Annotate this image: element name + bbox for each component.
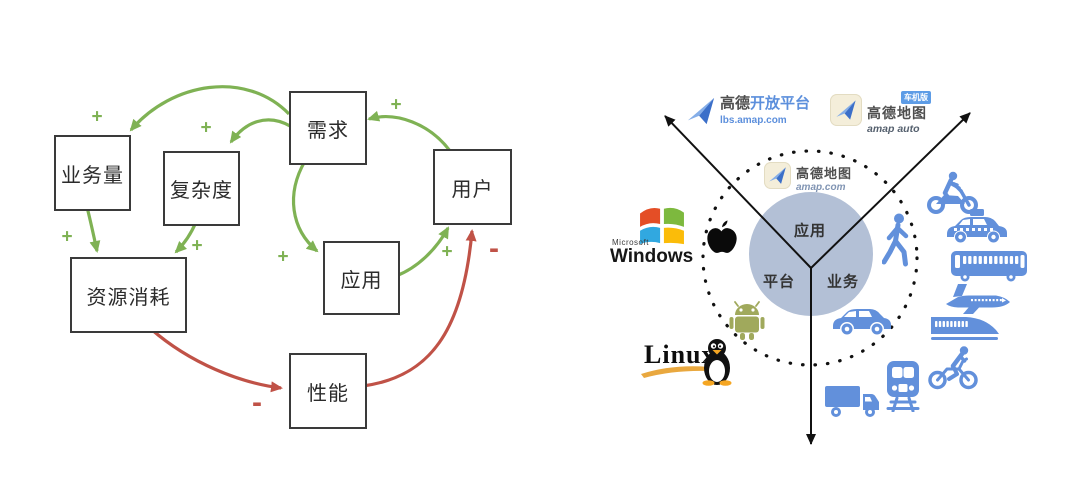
linux-label: Linux bbox=[644, 340, 716, 369]
airplane-icon bbox=[946, 284, 1010, 314]
amap-app-icon bbox=[830, 94, 862, 126]
plus-sign: + bbox=[191, 235, 203, 257]
node-complexity: 复杂度 bbox=[163, 151, 240, 226]
link-application-to-users bbox=[395, 226, 450, 278]
node-business-volume: 业务量 bbox=[54, 135, 131, 211]
windows-label: Windows bbox=[610, 246, 694, 267]
dotted-boundary-circle bbox=[701, 149, 919, 367]
node-demand-label: 需求 bbox=[307, 119, 349, 142]
node-users-label: 用户 bbox=[451, 178, 494, 201]
car-icon bbox=[833, 309, 891, 335]
node-performance-label: 性能 bbox=[307, 382, 349, 405]
android-logo-icon bbox=[729, 301, 765, 340]
open-platform-brand: 高德 bbox=[720, 95, 751, 112]
amap-app-icon bbox=[764, 162, 791, 189]
link-users-to-demand bbox=[367, 110, 452, 152]
amap-com-name: 高德地图 bbox=[796, 166, 853, 181]
segment-business-label: 业务 bbox=[826, 273, 860, 291]
segment-application-label: 应用 bbox=[793, 222, 827, 240]
tux-penguin-icon bbox=[702, 339, 732, 386]
windows-logo-icon bbox=[640, 207, 684, 245]
metro-train-icon bbox=[886, 361, 920, 412]
link-performance-to-users bbox=[362, 229, 477, 388]
linux-swoosh-icon bbox=[641, 366, 709, 378]
node-users: 用户 bbox=[433, 149, 512, 225]
plus-sign: + bbox=[441, 241, 453, 263]
axis-arrow-upper-right bbox=[810, 112, 971, 269]
paper-plane-icon bbox=[836, 100, 856, 120]
link-demand-to-complexity bbox=[229, 118, 291, 144]
bus-icon bbox=[951, 251, 1027, 282]
amap-auto-caption: amap auto bbox=[867, 123, 920, 135]
node-resource-consumption-label: 资源消耗 bbox=[86, 286, 171, 309]
auto-badge: 车机版 bbox=[901, 91, 931, 104]
link-demand-to-business-volume bbox=[129, 85, 291, 132]
node-application-label: 应用 bbox=[340, 269, 383, 292]
open-platform-suffix: 开放平台 bbox=[750, 95, 811, 112]
taxi-icon bbox=[947, 209, 1007, 243]
bicycle-rider-icon bbox=[928, 346, 978, 390]
truck-icon bbox=[825, 386, 879, 417]
node-demand: 需求 bbox=[289, 91, 367, 165]
amap-com-logo: 高德地图 amap.com bbox=[764, 162, 852, 193]
amap-auto-name: 高德地图 bbox=[867, 105, 927, 121]
amap-auto-logo: 车机版 高德地图 amap auto bbox=[830, 91, 931, 135]
core-circle bbox=[749, 192, 873, 316]
axis-arrow-upper-left bbox=[664, 115, 812, 269]
node-resource-consumption: 资源消耗 bbox=[70, 257, 187, 333]
high-speed-train-icon bbox=[931, 317, 999, 340]
node-complexity-label: 复杂度 bbox=[170, 180, 233, 202]
amap-com-caption: amap.com bbox=[796, 182, 846, 193]
link-business-volume-to-resource bbox=[85, 206, 101, 253]
minus-sign: - bbox=[489, 232, 499, 265]
walking-person-icon bbox=[882, 213, 909, 267]
open-platform-name: 高德开放平台 bbox=[720, 95, 811, 113]
node-business-volume-label: 业务量 bbox=[61, 164, 124, 187]
segment-platform-label: 平台 bbox=[762, 273, 796, 291]
plus-sign: + bbox=[61, 226, 73, 248]
link-resource-to-performance bbox=[149, 327, 283, 393]
apple-logo-icon bbox=[707, 220, 737, 253]
paper-plane-icon bbox=[687, 97, 715, 125]
minus-sign: - bbox=[252, 386, 262, 419]
open-platform-domain: lbs.amap.com bbox=[720, 114, 787, 126]
node-application: 应用 bbox=[323, 241, 400, 315]
plus-sign: + bbox=[390, 94, 402, 116]
link-demand-to-application bbox=[292, 160, 319, 253]
paper-plane-icon bbox=[769, 167, 786, 184]
node-performance: 性能 bbox=[289, 353, 367, 429]
motorcycle-icon bbox=[927, 171, 978, 214]
amap-open-platform-logo: 高德开放平台 lbs.amap.com bbox=[686, 95, 811, 126]
plus-sign: + bbox=[200, 117, 212, 139]
plus-sign: + bbox=[91, 106, 103, 128]
plus-sign: + bbox=[277, 246, 289, 268]
microsoft-label: Microsoft bbox=[612, 238, 649, 247]
